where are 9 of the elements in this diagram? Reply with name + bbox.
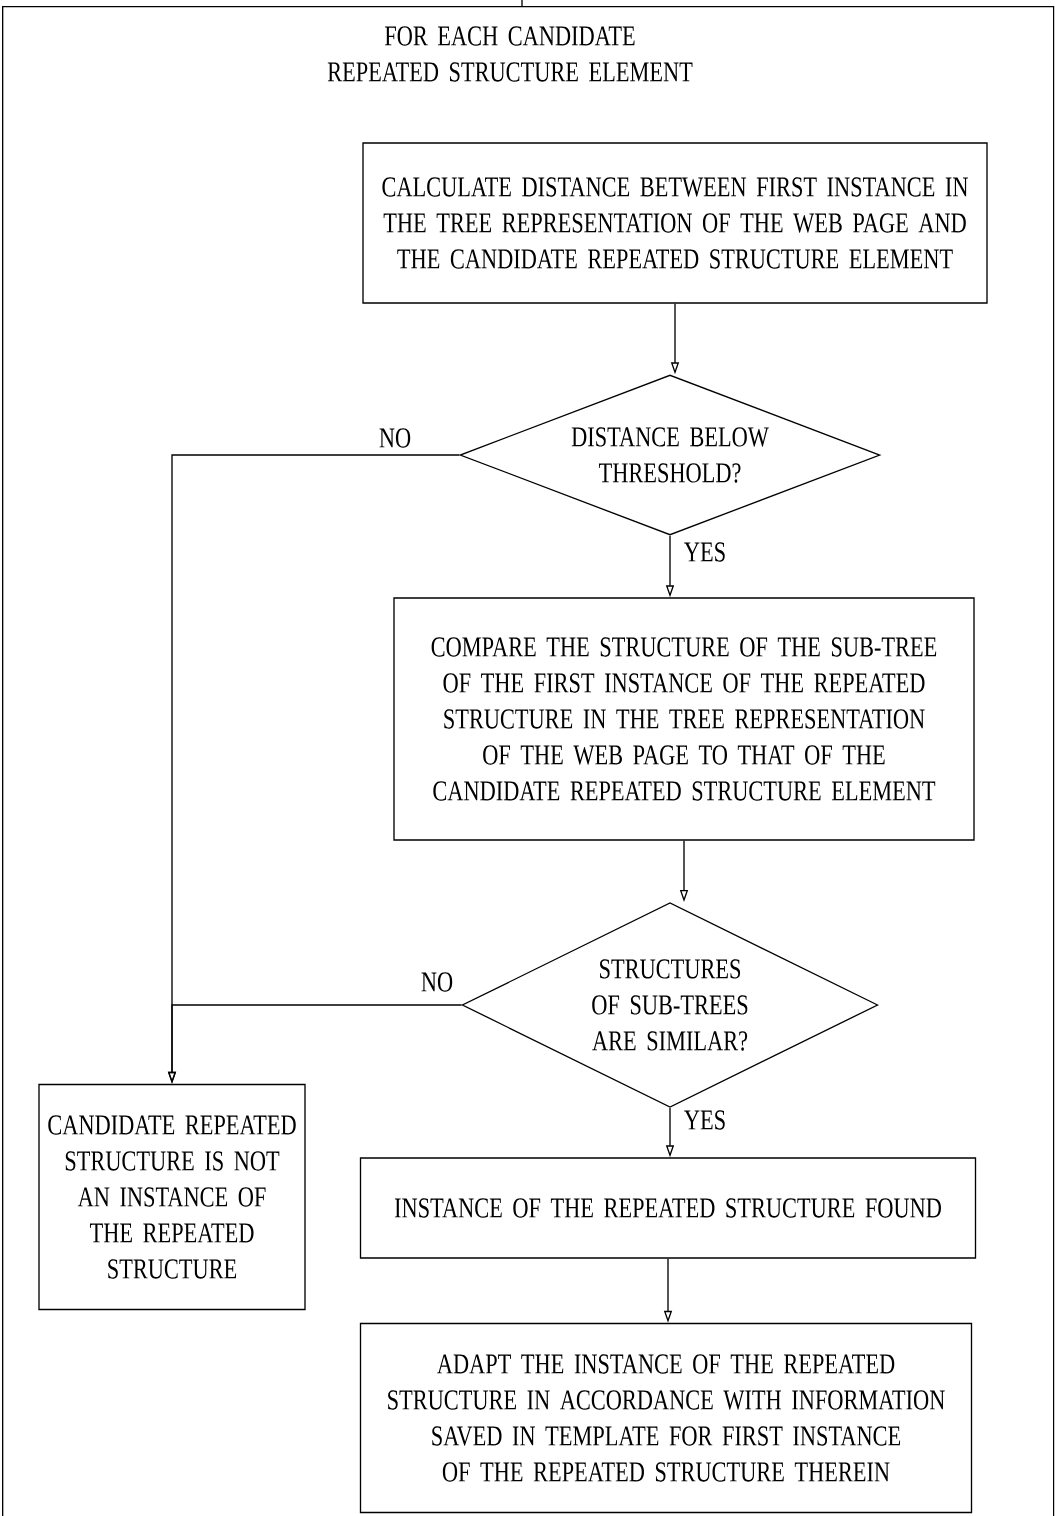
edge-label: NO [419,971,455,993]
process-box: ADAPT THE INSTANCE OF THE REPEATED STRUCTURE IN ACCORDANCE WITH INFORMATION SAVED IN TEMPLATE FOR FIRST INSTANCE OF THE REPEATED STRUCTURE THEREIN [359,1322,973,1514]
edge-label: YES [682,1109,728,1131]
edge-label: NO [377,427,413,449]
process-box: CANDIDATE REPEATED STRUCTURE IS NOT AN INSTANCE OF THE REPEATED STRUCTURE [38,1083,306,1311]
process-box: INSTANCE OF THE REPEATED STRUCTURE FOUND [359,1157,977,1259]
edge-label: YES [682,541,728,563]
process-box: COMPARE THE STRUCTURE OF THE SUB-TREE OF THE FIRST INSTANCE OF THE REPEATED STRUCTURE IN THE TREE REPRESENTATION OF THE WEB PAGE TO THAT OF THE CANDIDATE REPEATED STRUCTURE ELEMENT [393,597,975,841]
process-box: CALCULATE DISTANCE BETWEEN FIRST INSTANCE IN THE TREE REPRESENTATION OF THE WEB PAGE AND THE CANDIDATE REPEATED STRUCTURE ELEMENT [362,142,988,304]
